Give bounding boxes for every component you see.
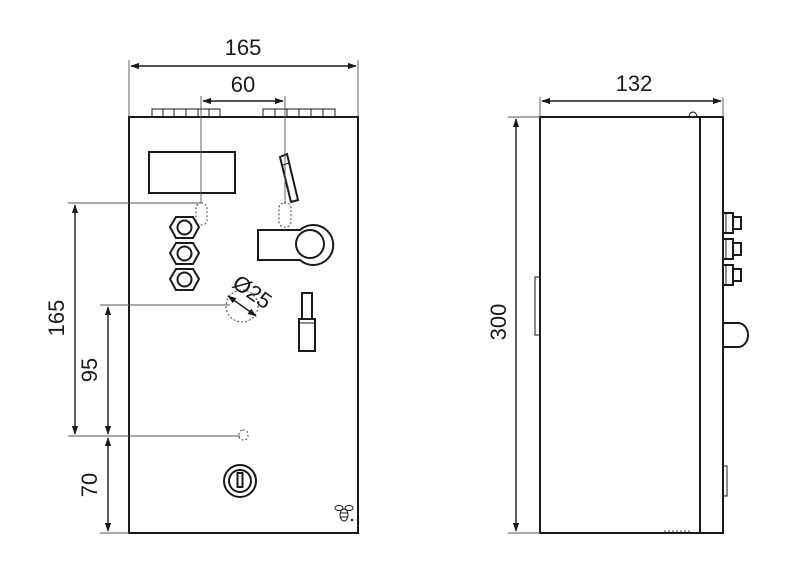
coin-return-handle xyxy=(257,224,335,266)
dim-front-height-upper: 165 xyxy=(44,300,69,337)
display-window xyxy=(148,151,236,194)
dim-coin-slot-height: 95 xyxy=(77,358,102,382)
top-gland-right xyxy=(262,108,336,118)
hidden-mount-point xyxy=(238,429,249,441)
push-button-1 xyxy=(168,216,201,239)
side-view: 132 300 xyxy=(486,71,749,534)
side-wall-bump xyxy=(534,276,541,336)
dim-coin-diameter: Ø25 xyxy=(228,270,276,314)
dim-front-width: 165 xyxy=(225,35,262,60)
side-top-knob xyxy=(688,111,698,118)
dim-side-depth: 132 xyxy=(616,71,653,96)
push-button-2 xyxy=(168,242,201,265)
hidden-slot-right xyxy=(278,202,292,228)
side-body-outline xyxy=(539,116,724,534)
side-button-2 xyxy=(722,238,742,260)
side-button-1 xyxy=(722,212,742,234)
push-button-3 xyxy=(168,268,201,291)
selector-lever xyxy=(298,292,316,352)
coin-diameter-circle xyxy=(225,289,259,323)
side-key-lock xyxy=(722,465,728,497)
front-view: 165 60 165 95 70 Ø25 xyxy=(44,35,359,534)
dim-key-height: 70 xyxy=(77,473,102,497)
dim-side-height: 300 xyxy=(486,304,511,341)
top-gland-left xyxy=(151,108,221,118)
key-lock-icon xyxy=(223,464,257,498)
side-handle xyxy=(723,322,749,348)
coin-diameter-arrow xyxy=(227,295,257,317)
brand-logo xyxy=(334,505,354,522)
hidden-slot-left xyxy=(195,202,208,226)
coin-slot xyxy=(278,152,300,204)
dim-slot-spacing: 60 xyxy=(231,72,255,97)
front-body-outline xyxy=(128,116,359,534)
bee-icon xyxy=(334,505,354,522)
side-button-3 xyxy=(722,264,742,286)
